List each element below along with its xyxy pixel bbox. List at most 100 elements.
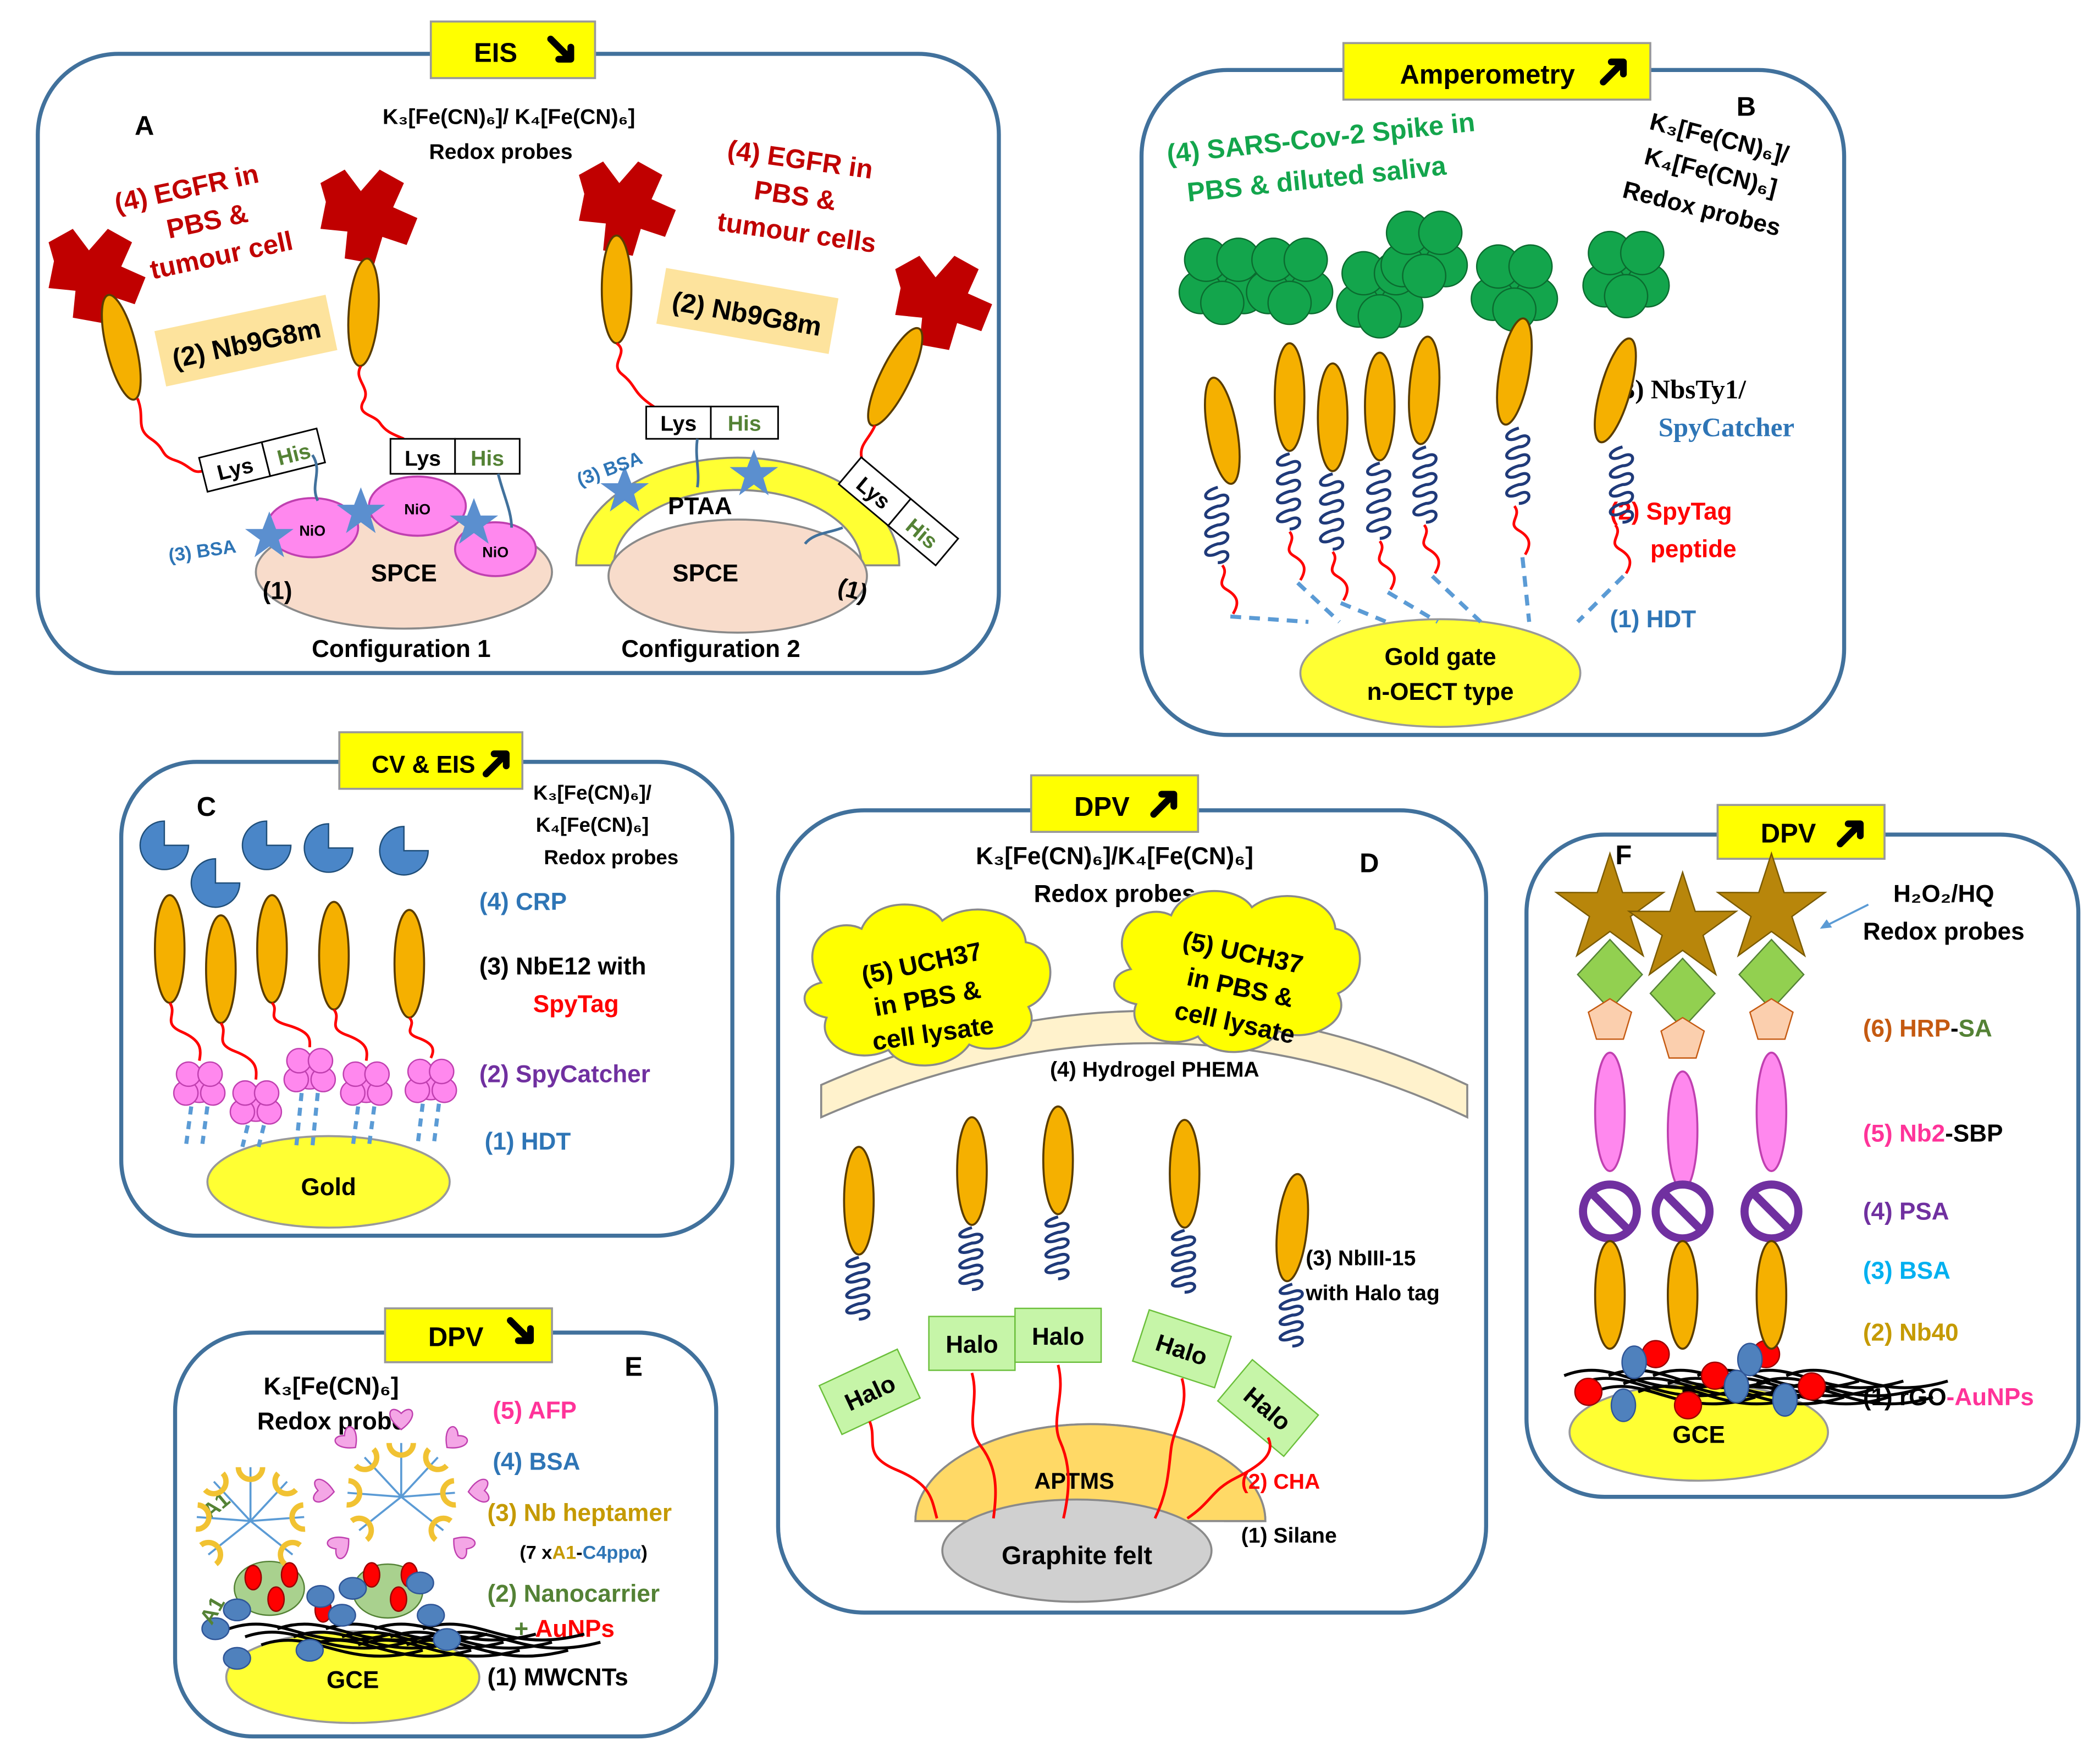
- mwcnt-strand: [261, 1638, 423, 1658]
- psa-prohibit-bar: [1662, 1191, 1703, 1232]
- linker: [1512, 505, 1530, 556]
- heptamer-arm: [250, 1516, 305, 1522]
- hdt-linker: [1230, 614, 1309, 624]
- panel-e: DPV E K₃[Fe(CN)₆] Redox probe (5) AFP (4…: [173, 1307, 719, 1739]
- heptamer-arm: [250, 1520, 294, 1556]
- bsa-blob: [433, 1628, 461, 1651]
- svg-text:His: His: [728, 412, 761, 435]
- linker: [168, 1002, 202, 1061]
- hdt-linker: [256, 1125, 266, 1147]
- mwcnt-strand: [422, 1622, 585, 1642]
- hdt-linker: [200, 1106, 209, 1147]
- hrp-star-icon: [1554, 851, 1666, 958]
- silane-label: (1) Silane: [1241, 1524, 1337, 1548]
- crp-icon: [379, 826, 429, 876]
- rgo-strand: [1593, 1385, 1756, 1406]
- halo-tag: Halo: [1131, 1309, 1233, 1389]
- crp-icon: [303, 823, 353, 873]
- cha-linker: [1055, 1365, 1070, 1519]
- panel-b-probe: K₃[Fe(CN)₆]/ K₄[Fe(CN)₆] Redox probes: [1620, 108, 1792, 241]
- panel-e-header: DPV: [384, 1307, 553, 1363]
- aunp-particle: [1798, 1372, 1826, 1401]
- panel-f-header-label: DPV: [1761, 819, 1816, 849]
- panel-d-probe-l1: K₃[Fe(CN)₆]/K₄[Fe(CN)₆]: [976, 843, 1253, 870]
- nio-particle: NiO: [454, 521, 537, 577]
- panel-d-letter: D: [1360, 849, 1379, 879]
- sbp-pentagon-icon: [1749, 998, 1794, 1040]
- sbp-pentagon-icon: [1587, 998, 1633, 1040]
- linker: [1613, 524, 1632, 575]
- bsa-blob: [1610, 1388, 1637, 1422]
- spce-label-2: SPCE: [672, 560, 738, 587]
- halo-coil: [1044, 1215, 1070, 1280]
- configuration-1-label: Configuration 1: [312, 636, 491, 662]
- uch37-cloud-2: (5) UCH37 in PBS & cell lysate: [1113, 890, 1361, 1053]
- aunp-particle: [363, 1562, 380, 1588]
- hdt-label-b: (1) HDT: [1610, 606, 1696, 633]
- svg-text:Lys: Lys: [405, 447, 441, 471]
- nanobody-egfr-2: [320, 169, 418, 440]
- spike-lobe: [1283, 237, 1328, 282]
- nanobody: [1274, 342, 1306, 452]
- nb2-nanobody: [1666, 1070, 1699, 1191]
- linker: [270, 1002, 312, 1048]
- aptms-label: APTMS: [1034, 1468, 1114, 1494]
- tag-tether: [311, 454, 319, 501]
- configuration-2-label: Configuration 2: [621, 636, 800, 662]
- panel-b-nanobody-array: [1178, 211, 1670, 624]
- halo-tag-label: with Halo tag: [1305, 1282, 1440, 1305]
- hdt-linker: [431, 1103, 441, 1147]
- nanobody-egfr-1: [48, 229, 203, 473]
- halo-coil: [958, 1226, 983, 1291]
- afp-heart-icon: [327, 1536, 350, 1560]
- probe-pointer: [1825, 903, 1869, 927]
- nbe12-label: (3) NbE12 with: [479, 953, 646, 980]
- hrp-star-icon: [1627, 870, 1739, 976]
- spycatcher-coil: [1204, 485, 1230, 565]
- crp-label: (4) CRP: [479, 888, 567, 915]
- rgo-strand: [1786, 1368, 1948, 1389]
- svg-text:His: His: [471, 447, 504, 471]
- ptaa-label: PTAA: [668, 493, 732, 520]
- panel-c-header-label: CV & EIS: [372, 751, 476, 778]
- afp-label: (5) AFP: [493, 1398, 577, 1424]
- linker: [1378, 540, 1396, 590]
- spike-protein-icon: [1471, 244, 1559, 332]
- rgo-network: [1563, 1340, 1948, 1422]
- hdt-linker: [310, 1092, 320, 1147]
- halo-box: [818, 1348, 921, 1435]
- nanobody: [1042, 1105, 1074, 1216]
- nanobody: [153, 894, 186, 1004]
- tag-tether: [496, 473, 513, 528]
- blob-lobe: [253, 1080, 280, 1106]
- panel-e-header-label: DPV: [428, 1322, 484, 1352]
- hdt-linker: [240, 1125, 250, 1147]
- panel-f-header: DPV: [1716, 804, 1886, 860]
- mwcnt-label: (1) MWCNTs: [488, 1664, 628, 1691]
- linker: [1330, 551, 1349, 601]
- linker: [219, 1022, 258, 1080]
- spike-lobe: [1620, 230, 1665, 275]
- nb2-nanobody: [1755, 1051, 1788, 1172]
- spycatcher-blob: [404, 1058, 457, 1103]
- lys-his-tag-2: Lys His: [389, 438, 521, 475]
- gold-gate-label: Gold gate: [1384, 644, 1496, 671]
- hdt-label-c: (1) HDT: [485, 1128, 571, 1155]
- gold-electrode: [206, 1135, 451, 1229]
- nanobody: [843, 1146, 875, 1256]
- nb-a1-unit: [423, 1447, 449, 1472]
- panel-e-probe-l1: K₃[Fe(CN)₆]: [264, 1373, 399, 1400]
- nanobody: [1594, 337, 1637, 444]
- bsa-star-icon: [730, 449, 778, 496]
- blob-lobe: [197, 1061, 223, 1087]
- nb-a1-unit: [272, 1471, 298, 1496]
- bsa-star-icon: [336, 487, 385, 533]
- heptamer-arm: [358, 1496, 402, 1532]
- psa-label: (4) PSA: [1863, 1198, 1949, 1225]
- panel-a-nb-label-2: (2) Nb9G8m: [656, 268, 839, 354]
- nb40-nanobody: [1666, 1240, 1699, 1350]
- panel-d-header: DPV: [1030, 774, 1200, 833]
- spycatcher-blob: [283, 1048, 336, 1092]
- bsa-star-icon: [449, 498, 499, 544]
- hdt-linker: [1340, 601, 1388, 624]
